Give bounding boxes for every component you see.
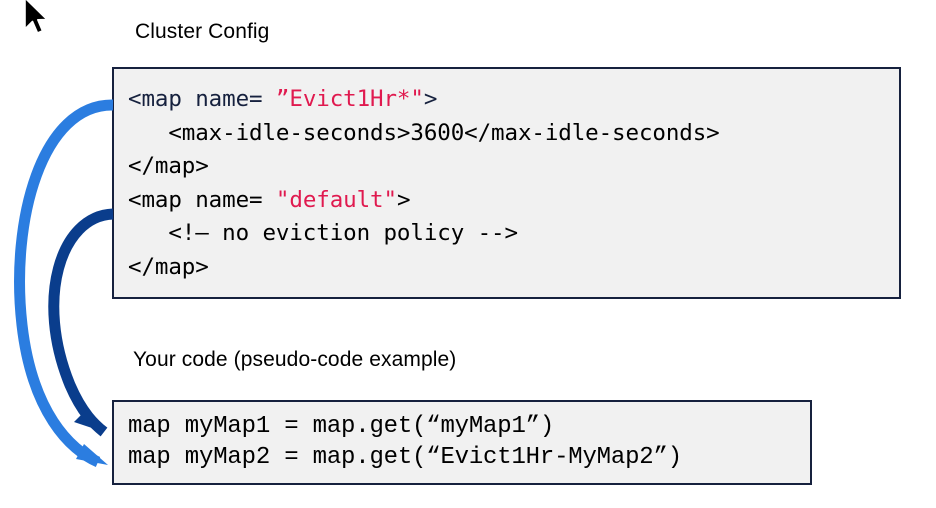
mouse-cursor-icon xyxy=(24,0,48,34)
line-max-idle-seconds: <max-idle-seconds>3600</max-idle-seconds… xyxy=(128,117,899,151)
arrow-default-to-mymap1-shaft xyxy=(48,208,114,437)
your-code-caption: Your code (pseudo-code example) xyxy=(133,348,457,371)
line-mymap2: map myMap2 = map.get(“Evict1Hr-MyMap2”) xyxy=(128,442,810,473)
cluster-config-caption: Cluster Config xyxy=(135,20,270,43)
your-code-code-block: map myMap1 = map.get(“myMap1”) map myMap2… xyxy=(112,400,812,485)
annotation-arrows xyxy=(14,99,114,468)
line-map-evict-open-str: ”Evict1Hr*" xyxy=(275,86,424,112)
line-mymap1: map myMap1 = map.get(“myMap1”) xyxy=(128,411,810,442)
cluster-config-code-lines: <map name= ”Evict1Hr*"> <max-idle-second… xyxy=(114,69,899,284)
line-comment-no-eviction: <!– no eviction policy --> xyxy=(128,217,899,251)
line-map-default-open-str: "default" xyxy=(275,186,397,213)
arrow-default-to-mymap1-head xyxy=(74,410,104,432)
line-max-idle-seconds-plain: <max-idle-seconds>3600</max-idle-seconds… xyxy=(128,119,720,146)
line-mymap1-plain: map myMap1 = map.get(“myMap1”) xyxy=(128,413,555,440)
line-map-close-1: </map> xyxy=(128,150,899,184)
arrow-evict1hr-to-mymap2-head xyxy=(76,444,108,465)
line-map-close-2-plain: </map> xyxy=(128,253,209,280)
line-map-default-open-plain: <map name= xyxy=(128,186,276,213)
your-code-code-lines: map myMap1 = map.get(“myMap1”) map myMap2… xyxy=(114,402,810,473)
arrow-evict1hr-to-mymap2-shaft xyxy=(14,99,114,468)
line-map-evict-open-tag: > xyxy=(423,86,438,112)
line-map-close-1-plain: </map> xyxy=(128,153,209,179)
cluster-config-code-block: <map name= ”Evict1Hr*"> <max-idle-second… xyxy=(112,67,901,299)
line-comment-no-eviction-plain: <!– no eviction policy --> xyxy=(128,220,518,246)
line-mymap2-plain: map myMap2 = map.get(“Evict1Hr-MyMap2”) xyxy=(128,444,682,471)
line-map-evict-open-tag: <map name= xyxy=(128,86,276,112)
line-map-evict-open: <map name= ”Evict1Hr*"> xyxy=(128,83,899,117)
line-map-default-open-plain: > xyxy=(396,186,411,213)
line-map-close-2: </map> xyxy=(128,251,899,285)
line-map-default-open: <map name= "default"> xyxy=(128,184,899,218)
